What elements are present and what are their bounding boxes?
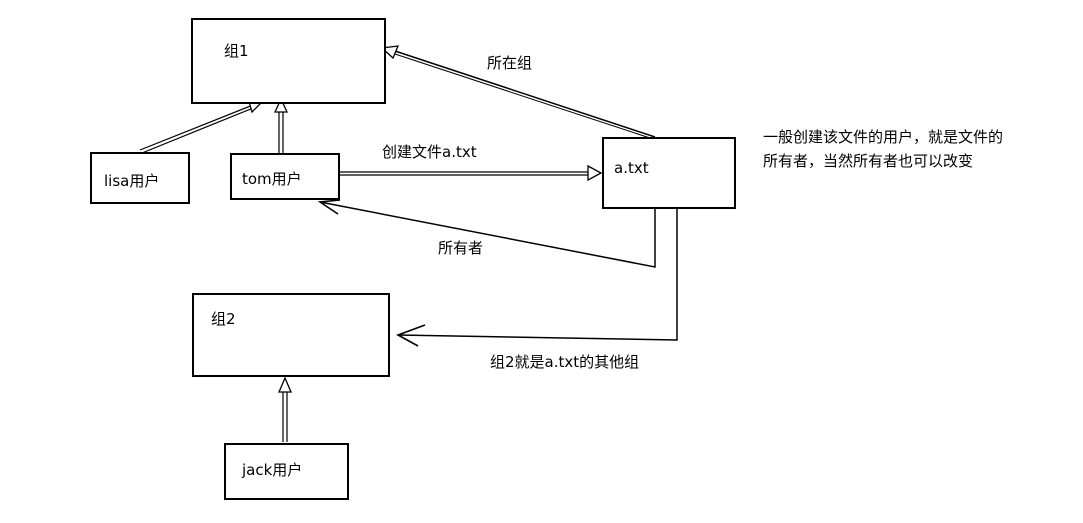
jack-user-label: jack用户 [242, 461, 303, 479]
edge-label-create-file: 创建文件a.txt [382, 143, 477, 161]
note-line-2: 所有者，当然所有者也可以改变 [763, 152, 974, 170]
edge-label-owner: 所有者 [438, 239, 484, 257]
edge-file-to-group2 [396, 208, 678, 347]
group2-box[interactable]: 组2 [192, 293, 390, 377]
edge-file-to-tom [317, 199, 656, 268]
jack-user-box[interactable]: jack用户 [224, 443, 349, 500]
group1-label: 组1 [224, 42, 249, 60]
tom-user-label: tom用户 [242, 170, 302, 188]
edge-tom-to-group1 [273, 97, 289, 153]
file-box[interactable]: a.txt [602, 137, 736, 209]
edge-tom-to-file [340, 164, 603, 182]
explanation-note: 一般创建该文件的用户，就是文件的 所有者，当然所有者也可以改变 [763, 125, 1003, 173]
edge-jack-to-group2 [278, 376, 292, 442]
edge-label-other-group: 组2就是a.txt的其他组 [490, 353, 640, 371]
lisa-user-box[interactable]: lisa用户 [90, 152, 190, 204]
edge-label-owner-group: 所在组 [487, 54, 533, 72]
lisa-user-label: lisa用户 [104, 172, 160, 190]
file-label: a.txt [614, 159, 649, 177]
group1-box[interactable]: 组1 [191, 18, 386, 104]
tom-user-box[interactable]: tom用户 [230, 153, 340, 200]
edge-file-to-group1 [380, 45, 656, 139]
edge-lisa-to-group1 [139, 97, 264, 154]
note-line-1: 一般创建该文件的用户，就是文件的 [763, 128, 1004, 146]
group2-label: 组2 [211, 310, 236, 328]
